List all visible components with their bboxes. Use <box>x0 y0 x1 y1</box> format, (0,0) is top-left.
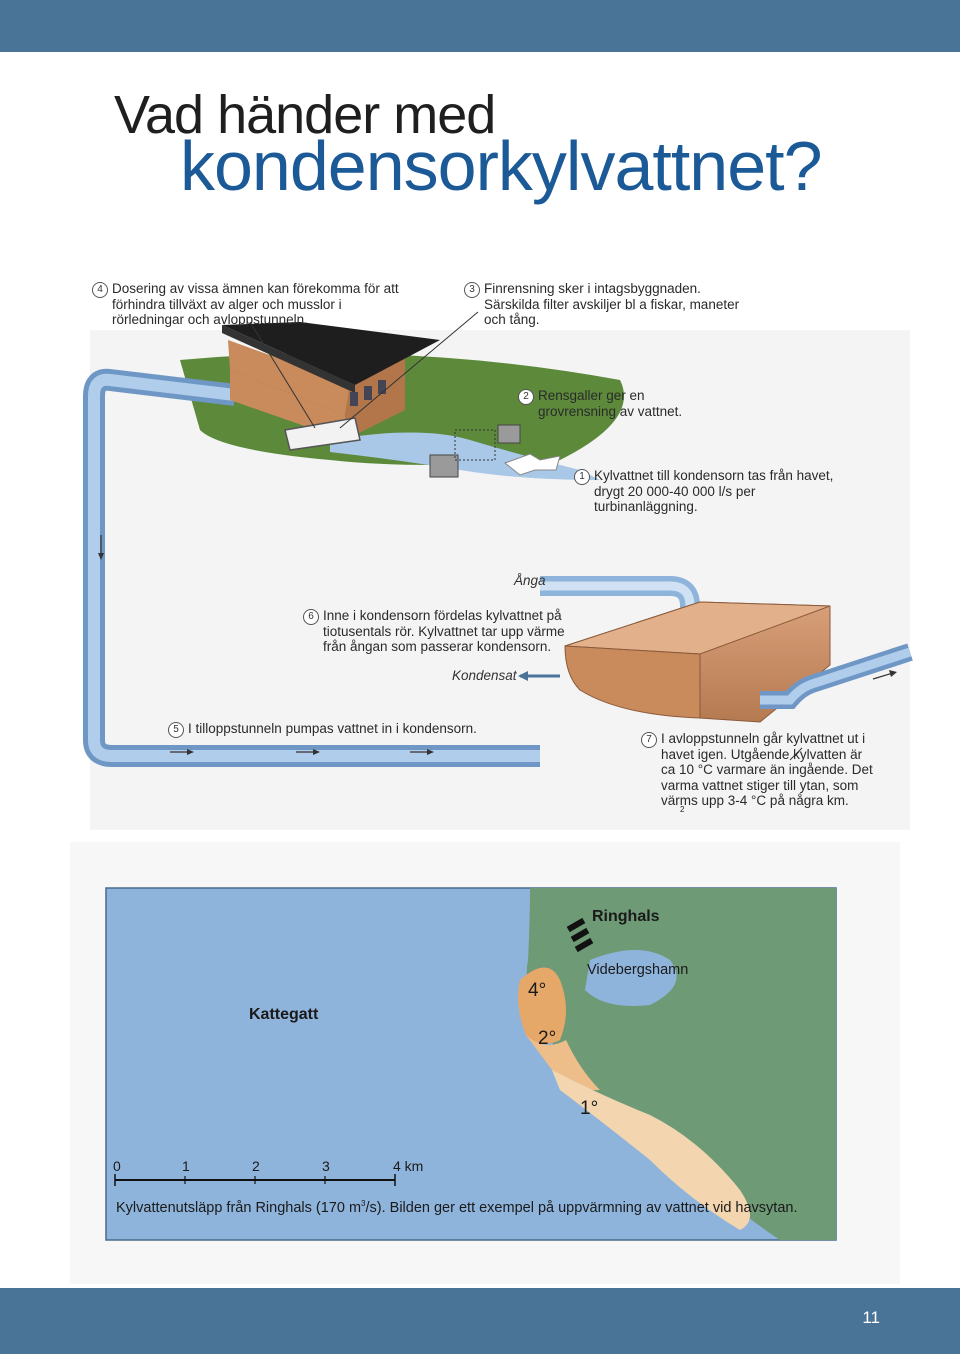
number-badge: 5 <box>168 722 184 738</box>
coarse-screen <box>429 454 459 478</box>
scale-3: 3 <box>322 1158 330 1174</box>
isotherm-4-label: 4° <box>528 980 547 1001</box>
intake-building <box>230 370 345 440</box>
scale-0: 0 <box>113 1158 121 1174</box>
scale-4: 4 km <box>393 1158 424 1174</box>
page-number: 11 <box>862 1308 880 1327</box>
number-badge: 3 <box>464 282 480 298</box>
harbour-label: Videbergshamn <box>587 962 689 978</box>
isotherm-4 <box>518 967 566 1044</box>
leader-line <box>249 321 316 429</box>
number-badge: 7 <box>641 732 657 748</box>
map-caption: Kylvattenutsläpp från Ringhals (170 m3/s… <box>116 1199 798 1216</box>
scale-1: 1 <box>182 1158 190 1174</box>
inflow-arrow <box>503 453 561 476</box>
condensate-label: Kondensat <box>452 668 517 683</box>
plant-label: Ringhals <box>592 908 660 925</box>
top-band <box>0 0 960 52</box>
bottom-band: 11 <box>0 1288 960 1354</box>
isotherm-2 <box>526 1035 600 1091</box>
isotherm-1-label: 1° <box>580 1098 599 1119</box>
steam-label: Ånga <box>514 573 546 588</box>
scale-2: 2 <box>252 1158 260 1174</box>
plant-icon <box>566 917 586 933</box>
title-line1: Vad händer med <box>114 85 496 145</box>
building-roof <box>222 322 440 385</box>
sea-label: Kattegatt <box>249 1006 319 1023</box>
footnote-mark: 2 <box>680 805 685 814</box>
isotherm-1 <box>552 1070 750 1230</box>
number-badge: 2 <box>518 389 534 405</box>
title-line2: kondensorkylvattnet? <box>180 127 823 205</box>
number-badge: 6 <box>303 609 319 625</box>
isotherm-2-label: 2° <box>538 1028 557 1049</box>
fine-filter <box>284 417 361 451</box>
number-badge: 1 <box>574 469 590 485</box>
number-badge: 4 <box>92 282 108 298</box>
